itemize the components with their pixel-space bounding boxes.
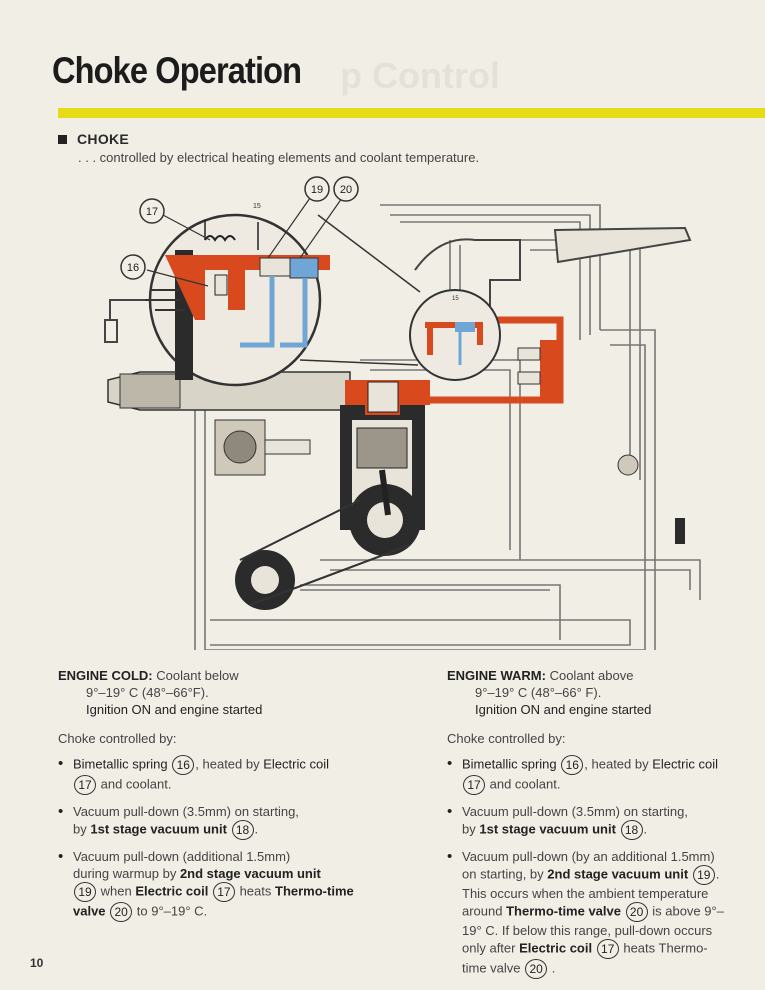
section-subtitle: . . . controlled by electrical heating e… (78, 150, 480, 165)
choke-detail-small: 15 (409, 289, 501, 381)
list-item: Vacuum pull-down (3.5mm) on starting, by… (58, 803, 378, 840)
controlled-by-heading: Choke controlled by: (447, 731, 566, 746)
callout-16-label: 16 (127, 262, 139, 274)
coolant-piping (194, 204, 701, 650)
list-item: Bimetallic spring 16, heated by Electric… (447, 755, 747, 795)
belt-pulley (235, 499, 411, 610)
section-heading: CHOKE (58, 131, 129, 147)
square-bullet-icon (58, 135, 67, 144)
list-item: Vacuum pull-down (3.5mm) on starting, by… (447, 803, 747, 840)
distributor (214, 419, 311, 476)
choke-detail-large: 15 (145, 203, 421, 387)
callout-20-label: 20 (340, 184, 352, 196)
list-item: Bimetallic spring 16, heated by Electric… (58, 755, 378, 795)
engine-cylinder (340, 405, 425, 556)
page-number: 10 (30, 956, 44, 970)
callout-17: 17 (139, 198, 211, 241)
small-detail-label: 15 (452, 296, 459, 302)
title-rule (58, 108, 765, 118)
callout-19: 19 (267, 176, 330, 259)
page-title: Choke Operation (52, 50, 302, 91)
engine-cold-column: ENGINE COLD: Coolant below 9°–19° C (48°… (58, 667, 378, 930)
exhaust-pipe (107, 371, 351, 411)
list-item: Vacuum pull-down (additional 1.5mm) duri… (58, 848, 378, 922)
thermo-valves (517, 340, 685, 544)
choke-diagram: 15 15 16 17 19 20 (104, 176, 701, 650)
callout-20: 20 (299, 176, 359, 259)
callout-17-label: 17 (146, 206, 158, 218)
controlled-by-heading: Choke controlled by: (58, 731, 177, 746)
list-item: Vacuum pull-down (by an additional 1.5mm… (447, 848, 747, 979)
intake-outline (104, 226, 692, 343)
show-through-text: p Control (340, 55, 500, 96)
callout-19-label: 19 (311, 184, 323, 196)
engine-warm-column: ENGINE WARM: Coolant above 9°–19° C (48°… (447, 667, 747, 987)
engine-cold-label: ENGINE COLD: (58, 668, 153, 683)
svg-text:15: 15 (253, 203, 261, 210)
callout-16: 16 (120, 254, 209, 287)
engine-warm-label: ENGINE WARM: (447, 668, 546, 683)
